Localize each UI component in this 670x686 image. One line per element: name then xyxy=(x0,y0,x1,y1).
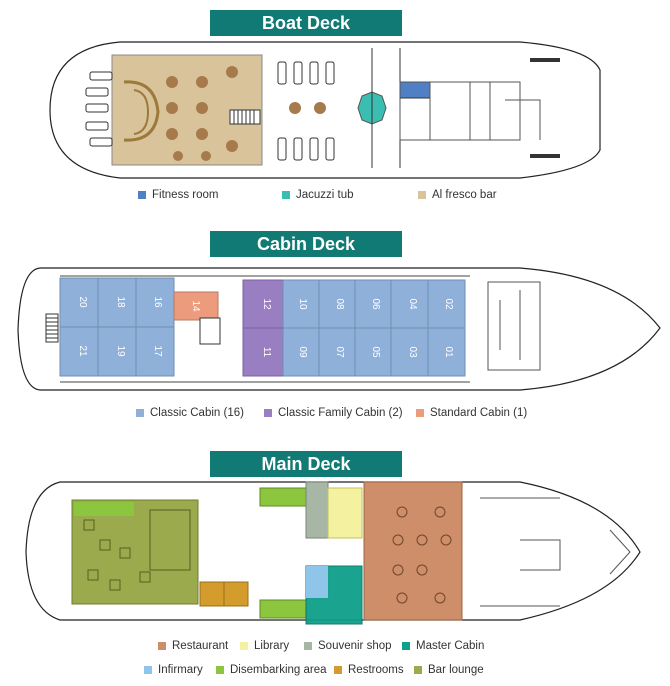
main-legend-item: Restaurant xyxy=(158,640,228,652)
cabin-legend-item: Classic Cabin (16) xyxy=(136,407,244,419)
cabin-number: 08 xyxy=(334,298,345,310)
legend-label: Fitness room xyxy=(152,189,219,201)
cabin-number: 17 xyxy=(152,345,163,357)
legend-swatch xyxy=(282,191,290,199)
cabin-deck-title: Cabin Deck xyxy=(210,231,402,257)
main-legend-item: Infirmary xyxy=(144,664,203,676)
boat-deck-title: Boat Deck xyxy=(210,10,402,36)
bar-lounge xyxy=(71,499,199,605)
boat-legend-item: Jacuzzi tub xyxy=(282,189,354,201)
cabin-number: 06 xyxy=(370,298,381,310)
cabin-legend-item: Standard Cabin (1) xyxy=(416,407,527,419)
legend-swatch xyxy=(418,191,426,199)
library xyxy=(327,487,363,539)
cabin-numbers: 20 18 16 14 12 10 08 06 04 02 21 19 17 1… xyxy=(77,296,454,358)
legend-swatch xyxy=(334,666,342,674)
legend-label: Infirmary xyxy=(158,664,203,676)
cabin-number: 10 xyxy=(297,298,308,310)
cabin-number: 16 xyxy=(152,296,163,308)
souvenir-shop xyxy=(305,481,329,539)
legend-label: Classic Cabin (16) xyxy=(150,407,244,419)
cabin-number: 20 xyxy=(77,296,88,308)
legend-label: Restrooms xyxy=(348,664,404,676)
cabin-legend-item: Classic Family Cabin (2) xyxy=(264,407,403,419)
main-legend-item: Library xyxy=(240,640,289,652)
boat-legend-item: Al fresco bar xyxy=(418,189,497,201)
cabin-number: 18 xyxy=(115,296,126,308)
cabin-number: 11 xyxy=(261,347,272,358)
legend-swatch xyxy=(304,642,312,650)
legend-swatch xyxy=(158,642,166,650)
legend-swatch xyxy=(144,666,152,674)
legend-swatch xyxy=(414,666,422,674)
boat-deck-plan xyxy=(49,41,601,179)
cabin-number: 14 xyxy=(190,300,201,312)
legend-swatch xyxy=(402,642,410,650)
al-fresco-bar xyxy=(111,54,263,166)
cabin-number: 12 xyxy=(261,298,272,310)
main-legend-item: Disembarking area xyxy=(216,664,327,676)
legend-label: Souvenir shop xyxy=(318,640,392,652)
main-deck-title: Main Deck xyxy=(210,451,402,477)
cabin-deck-plan: 20 18 16 14 12 10 08 06 04 02 21 19 17 1… xyxy=(17,267,661,391)
boat-legend-item: Fitness room xyxy=(138,189,218,201)
legend-swatch xyxy=(416,409,424,417)
legend-swatch xyxy=(138,191,146,199)
cabin-number: 21 xyxy=(77,345,88,357)
legend-swatch xyxy=(136,409,144,417)
fitness-room xyxy=(399,81,431,99)
legend-swatch xyxy=(264,409,272,417)
restaurant xyxy=(363,481,463,621)
legend-label: Al fresco bar xyxy=(432,189,497,201)
main-deck-plan xyxy=(25,481,641,625)
main-legend-item: Souvenir shop xyxy=(304,640,392,652)
cabin-number: 01 xyxy=(443,346,454,358)
legend-label: Classic Family Cabin (2) xyxy=(278,407,403,419)
cabin-number: 19 xyxy=(115,345,126,357)
main-legend-item: Bar lounge xyxy=(414,664,484,676)
cabin-number: 05 xyxy=(370,346,381,358)
main-legend-item: Master Cabin xyxy=(402,640,484,652)
cabin-number: 04 xyxy=(407,298,418,310)
legend-swatch xyxy=(216,666,224,674)
legend-label: Disembarking area xyxy=(230,664,327,676)
main-legend-item: Restrooms xyxy=(334,664,404,676)
legend-label: Library xyxy=(254,640,290,652)
cabin-number: 09 xyxy=(297,346,308,358)
legend-label: Standard Cabin (1) xyxy=(430,407,528,419)
cabin-number: 07 xyxy=(334,346,345,358)
legend-label: Restaurant xyxy=(172,640,229,652)
cabin-number: 03 xyxy=(407,346,418,358)
legend-label: Jacuzzi tub xyxy=(296,189,354,201)
legend-label: Master Cabin xyxy=(416,640,485,652)
legend-label: Bar lounge xyxy=(428,664,484,676)
legend-swatch xyxy=(240,642,248,650)
cabin-number: 02 xyxy=(443,298,454,310)
